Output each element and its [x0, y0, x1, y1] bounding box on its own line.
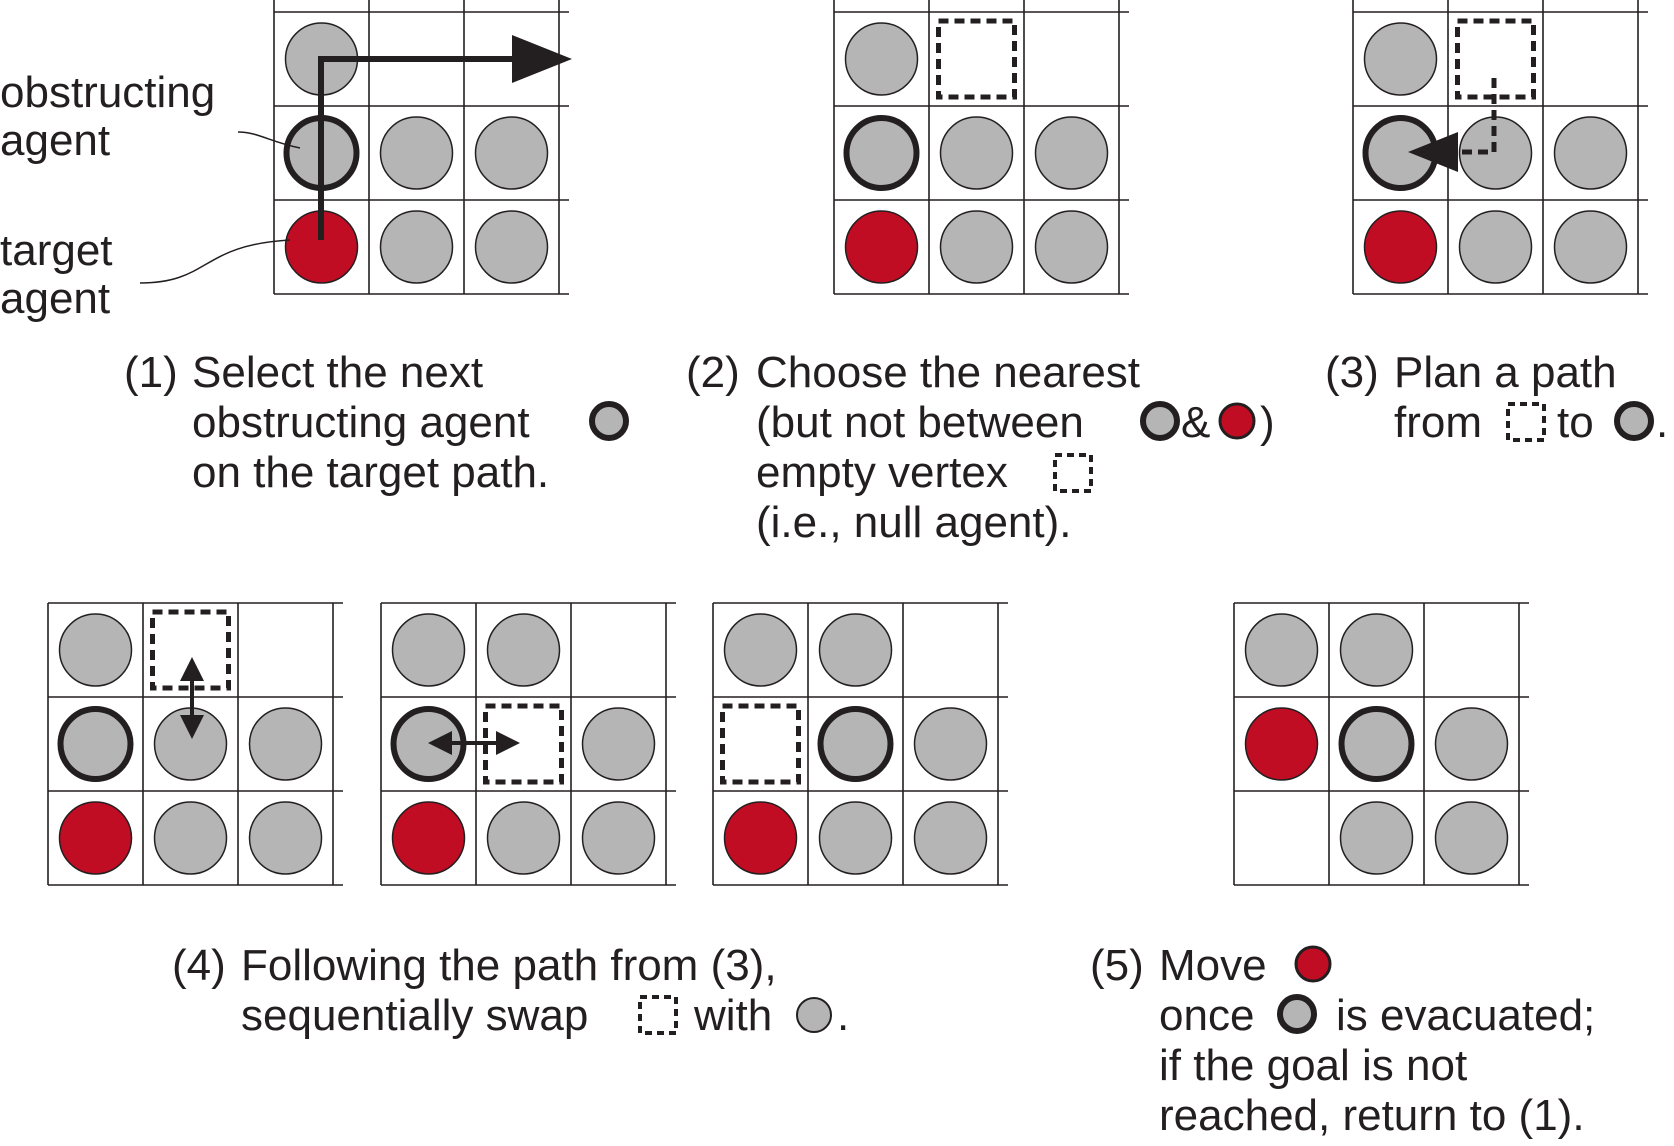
gray-agent	[723, 613, 798, 687]
gray-agent	[1363, 22, 1438, 96]
grid-step4c	[712, 602, 1008, 886]
icon-empty-vertex	[1506, 402, 1546, 442]
gray-agent	[581, 707, 656, 781]
obstructing-agent	[1338, 706, 1415, 782]
step5-number: (5)	[1090, 941, 1144, 990]
grid-step4a	[47, 602, 343, 886]
gray-agent	[1434, 801, 1509, 875]
step4-number: (4)	[172, 941, 226, 990]
gray-agent	[913, 707, 988, 781]
gray-agent	[1434, 707, 1509, 781]
step4-line2b: with	[693, 991, 772, 1040]
icon-empty-vertex	[638, 995, 678, 1035]
step5-line2b: is evacuated;	[1336, 991, 1595, 1040]
step2-number: (2)	[686, 348, 740, 397]
step3-line2a: from	[1394, 398, 1482, 447]
gray-agent	[379, 210, 454, 284]
empty-vertex	[150, 609, 231, 691]
gray-agent	[153, 801, 228, 875]
gray-agent	[844, 22, 919, 96]
gray-agent	[248, 801, 323, 875]
gray-agent	[248, 707, 323, 781]
gray-agent	[939, 210, 1014, 284]
target-agent	[58, 801, 133, 875]
gray-agent	[913, 801, 988, 875]
grid-step2	[833, 0, 1129, 295]
step2-line4: (i.e., null agent).	[756, 498, 1072, 547]
step5-line2a-once: once	[1159, 991, 1254, 1040]
step2-line2a: (but not between	[756, 398, 1084, 447]
icon-empty-vertex	[1053, 453, 1093, 493]
step2-line1: Choose the nearest	[756, 348, 1140, 397]
gray-agent	[818, 613, 893, 687]
gray-agent	[391, 613, 466, 687]
step5-line4: reached, return to (1).	[1159, 1091, 1585, 1140]
target-agent	[723, 801, 798, 875]
legend-obstructing-line1: obstructing	[0, 68, 215, 117]
step1-line2: obstructing agent	[192, 398, 530, 447]
gray-agent	[1244, 613, 1319, 687]
target-agent	[391, 801, 466, 875]
empty-vertex	[720, 703, 801, 785]
obstructing-agent	[843, 115, 920, 191]
gray-agent	[1553, 210, 1628, 284]
legend-target-line1: target	[0, 226, 113, 275]
icon-obstructing-agent	[1614, 401, 1654, 441]
step1-number: (1)	[124, 348, 178, 397]
empty-vertex	[936, 18, 1017, 100]
step2-line2c: )	[1260, 398, 1275, 447]
step4-line1: Following the path from (3),	[241, 941, 777, 990]
step2-line2b: &	[1181, 398, 1210, 447]
step1-line3: on the target path.	[192, 448, 549, 497]
grid-step4b	[380, 602, 676, 886]
step1-line1: Select the next	[192, 348, 483, 397]
gray-agent	[1339, 613, 1414, 687]
gray-agent	[474, 210, 549, 284]
gray-agent	[939, 116, 1014, 190]
icon-target-agent	[1218, 402, 1256, 440]
gray-agent	[1339, 801, 1414, 875]
planned-path-dashed-arrow	[1408, 78, 1497, 172]
gray-agent	[1458, 210, 1533, 284]
gray-agent	[1034, 116, 1109, 190]
step3-line2c: .	[1656, 398, 1668, 447]
gray-agent	[818, 801, 893, 875]
icon-target-agent	[1294, 945, 1332, 983]
legend-target-leader	[139, 239, 291, 284]
gray-agent	[486, 801, 561, 875]
gray-agent	[1034, 210, 1109, 284]
step3-line1: Plan a path	[1394, 348, 1617, 397]
step5-line3: if the goal is not	[1159, 1041, 1467, 1090]
step4-line2a: sequentially swap	[241, 991, 588, 1040]
gray-agent	[486, 613, 561, 687]
target-agent	[844, 210, 919, 284]
icon-obstructing-agent	[1140, 401, 1180, 441]
legend-obstructing-leader	[237, 131, 301, 149]
obstructing-agent	[57, 706, 134, 782]
obstructing-agent	[817, 706, 894, 782]
legend-obstructing-line2: agent	[0, 116, 110, 165]
gray-agent	[581, 801, 656, 875]
icon-obstructing-agent	[1277, 994, 1317, 1034]
step3-line2b: to	[1557, 398, 1594, 447]
step5-line1: Move	[1159, 941, 1267, 990]
step2-line3: empty vertex	[756, 448, 1008, 497]
target-agent	[1363, 210, 1438, 284]
target-path-arrow	[318, 35, 572, 240]
grid-step3	[1352, 0, 1648, 295]
empty-vertex	[1455, 18, 1536, 100]
target-agent	[1244, 707, 1319, 781]
obstructing-agent	[1362, 115, 1439, 191]
icon-plain-agent	[796, 997, 832, 1033]
step3-number: (3)	[1325, 348, 1379, 397]
icon-obstructing-agent	[589, 401, 629, 441]
legend-target-line2: agent	[0, 274, 110, 323]
gray-agent	[1553, 116, 1628, 190]
gray-agent	[474, 116, 549, 190]
gray-agent	[58, 613, 133, 687]
step4-line2c: .	[837, 991, 849, 1040]
gray-agent	[379, 116, 454, 190]
grid-step5	[1233, 602, 1529, 886]
